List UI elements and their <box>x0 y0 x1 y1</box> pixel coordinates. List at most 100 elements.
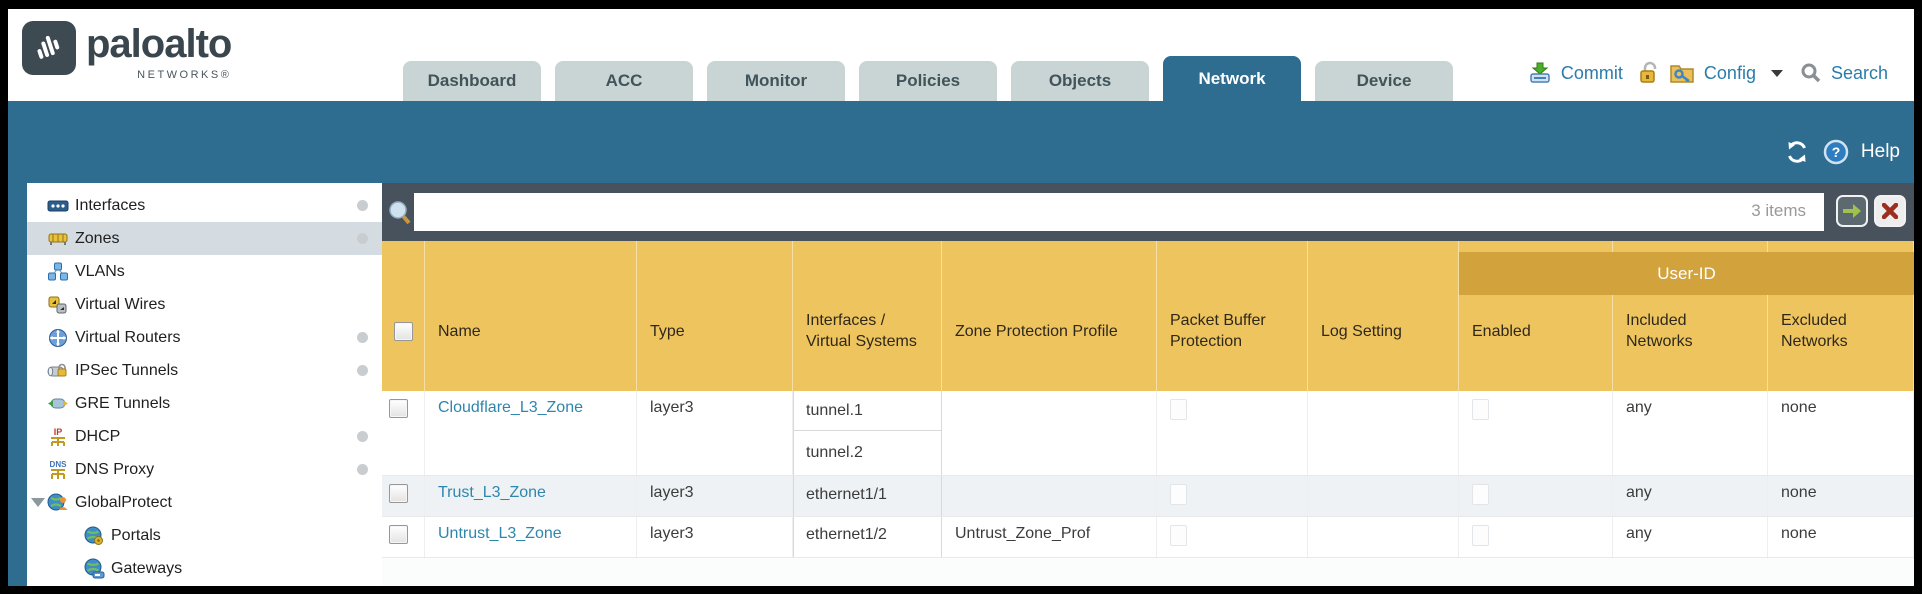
column-header-packet-buffer-protection[interactable]: Packet Buffer Protection <box>1157 241 1308 391</box>
zone-name-link[interactable]: Untrust_L3_Zone <box>438 525 562 542</box>
filter-input[interactable] <box>414 193 1824 231</box>
svg-text:?: ? <box>1832 144 1841 160</box>
status-dot <box>357 332 368 343</box>
log-setting <box>1308 517 1459 557</box>
zone-name-link[interactable]: Cloudflare_L3_Zone <box>438 399 583 416</box>
red-x-icon <box>1882 203 1898 219</box>
gre-tunnels-icon <box>47 393 69 415</box>
help-label[interactable]: Help <box>1860 141 1900 162</box>
interfaces-icon <box>47 195 69 217</box>
lock-icon[interactable] <box>1638 61 1660 85</box>
sidebar-item-virtual-routers[interactable]: Virtual Routers <box>27 321 382 354</box>
zone-protection-profile <box>942 476 1157 516</box>
brand-subtitle: NETWORKS® <box>137 69 232 81</box>
refresh-icon[interactable] <box>1783 140 1811 164</box>
packet-buffer-checkbox[interactable] <box>1170 399 1187 420</box>
portals-icon <box>83 525 105 547</box>
tab-acc[interactable]: ACC <box>555 61 693 101</box>
tab-network[interactable]: Network <box>1163 56 1301 101</box>
sidebar-item-ipsec-tunnels[interactable]: IPSec Tunnels <box>27 354 382 387</box>
filter-search-icon[interactable] <box>388 200 412 226</box>
virtual-wires-icon <box>47 294 69 316</box>
main-nav-tabs: Dashboard ACC Monitor Policies Objects N… <box>403 56 1453 101</box>
svg-text:IP: IP <box>54 427 63 437</box>
zone-type: layer3 <box>637 476 793 516</box>
commit-icon <box>1530 62 1550 83</box>
column-header-included-networks[interactable]: Included Networks <box>1613 241 1768 391</box>
green-arrow-icon <box>1843 204 1861 218</box>
interface-cell: ethernet1/2 <box>806 526 887 543</box>
sidebar-item-label: DNS Proxy <box>75 460 155 478</box>
log-setting <box>1308 391 1459 475</box>
globalprotect-icon <box>47 492 69 514</box>
column-header-zone-protection-profile[interactable]: Zone Protection Profile <box>942 241 1157 391</box>
zone-type: layer3 <box>637 517 793 557</box>
column-header-name[interactable]: Name <box>425 241 637 391</box>
row-checkbox[interactable] <box>389 525 408 544</box>
sidebar-item-dns-proxy[interactable]: DNS DNS Proxy <box>27 453 382 486</box>
sidebar-item-label: Portals <box>111 526 161 544</box>
sidebar-item-gateways[interactable]: Gateways <box>27 552 382 585</box>
userid-enabled-checkbox[interactable] <box>1472 525 1489 546</box>
sidebar-item-label: DHCP <box>75 427 121 445</box>
excluded-networks: none <box>1768 517 1914 557</box>
paloalto-logo-icon <box>22 21 76 75</box>
sidebar-item-portals[interactable]: Portals <box>27 519 382 552</box>
sidebar-item-label: GRE Tunnels <box>75 394 171 412</box>
sidebar-item-label: Zones <box>75 229 120 247</box>
column-header-type[interactable]: Type <box>637 241 793 391</box>
excluded-networks: none <box>1768 391 1914 475</box>
packet-buffer-checkbox[interactable] <box>1170 484 1187 505</box>
select-all-checkbox[interactable] <box>393 321 413 341</box>
commit-button[interactable]: Commit <box>1560 62 1623 83</box>
userid-enabled-checkbox[interactable] <box>1472 399 1489 420</box>
chevron-down-icon[interactable] <box>1770 69 1783 77</box>
clear-filter-button[interactable] <box>1874 195 1906 227</box>
zone-name-link[interactable]: Trust_L3_Zone <box>438 484 546 501</box>
sub-header-band: ? Help <box>8 101 1914 183</box>
help-icon[interactable]: ? <box>1823 139 1849 165</box>
search-button[interactable]: Search <box>1830 62 1888 83</box>
sidebar-item-dhcp[interactable]: IP DHCP <box>27 420 382 453</box>
status-dot <box>357 200 368 211</box>
sidebar-item-label: VLANs <box>75 262 125 280</box>
packet-buffer-checkbox[interactable] <box>1170 525 1187 546</box>
tab-policies[interactable]: Policies <box>859 61 997 101</box>
included-networks: any <box>1613 391 1768 475</box>
config-button[interactable]: Config <box>1703 62 1756 83</box>
status-dot <box>357 365 368 376</box>
tab-dashboard[interactable]: Dashboard <box>403 61 541 101</box>
sidebar-item-label: Gateways <box>111 559 183 577</box>
sidebar-item-label: Virtual Wires <box>75 295 166 313</box>
column-header-enabled[interactable]: Enabled <box>1459 241 1613 391</box>
sidebar-item-globalprotect[interactable]: GlobalProtect <box>27 486 382 519</box>
table-row: Cloudflare_L3_Zone layer3 tunnel.1 tunne… <box>382 391 1914 476</box>
interface-cell: tunnel.2 <box>806 444 863 461</box>
apply-filter-button[interactable] <box>1836 195 1868 227</box>
tab-objects[interactable]: Objects <box>1011 61 1149 101</box>
column-header-log-setting[interactable]: Log Setting <box>1308 241 1459 391</box>
sidebar-item-label: GlobalProtect <box>75 493 172 511</box>
tab-monitor[interactable]: Monitor <box>707 61 845 101</box>
paloalto-logo: paloalto NETWORKS® <box>22 21 232 81</box>
zone-type: layer3 <box>637 391 793 475</box>
tab-device[interactable]: Device <box>1315 61 1453 101</box>
expand-triangle-icon[interactable] <box>31 498 45 507</box>
column-header-interfaces[interactable]: Interfaces / Virtual Systems <box>793 241 942 391</box>
sidebar-item-interfaces[interactable]: Interfaces <box>27 189 382 222</box>
row-checkbox[interactable] <box>389 399 408 418</box>
top-action-bar: Commit Config Search <box>1528 61 1894 85</box>
userid-enabled-checkbox[interactable] <box>1472 484 1489 505</box>
sidebar-item-vlans[interactable]: VLANs <box>27 255 382 288</box>
sidebar-item-gre-tunnels[interactable]: GRE Tunnels <box>27 387 382 420</box>
zones-table-header: User-ID Name Type Interfaces / Virtual S… <box>382 241 1914 391</box>
row-checkbox[interactable] <box>389 484 408 503</box>
sidebar-item-zones[interactable]: Zones <box>27 222 382 255</box>
gateways-icon <box>83 558 105 580</box>
top-bar: paloalto NETWORKS® Dashboard ACC Monitor… <box>8 9 1914 101</box>
config-icon <box>1670 65 1694 83</box>
included-networks: any <box>1613 517 1768 557</box>
column-header-excluded-networks[interactable]: Excluded Networks <box>1768 241 1914 391</box>
sidebar-item-virtual-wires[interactable]: Virtual Wires <box>27 288 382 321</box>
filter-toolbar: 3 items <box>382 183 1914 241</box>
